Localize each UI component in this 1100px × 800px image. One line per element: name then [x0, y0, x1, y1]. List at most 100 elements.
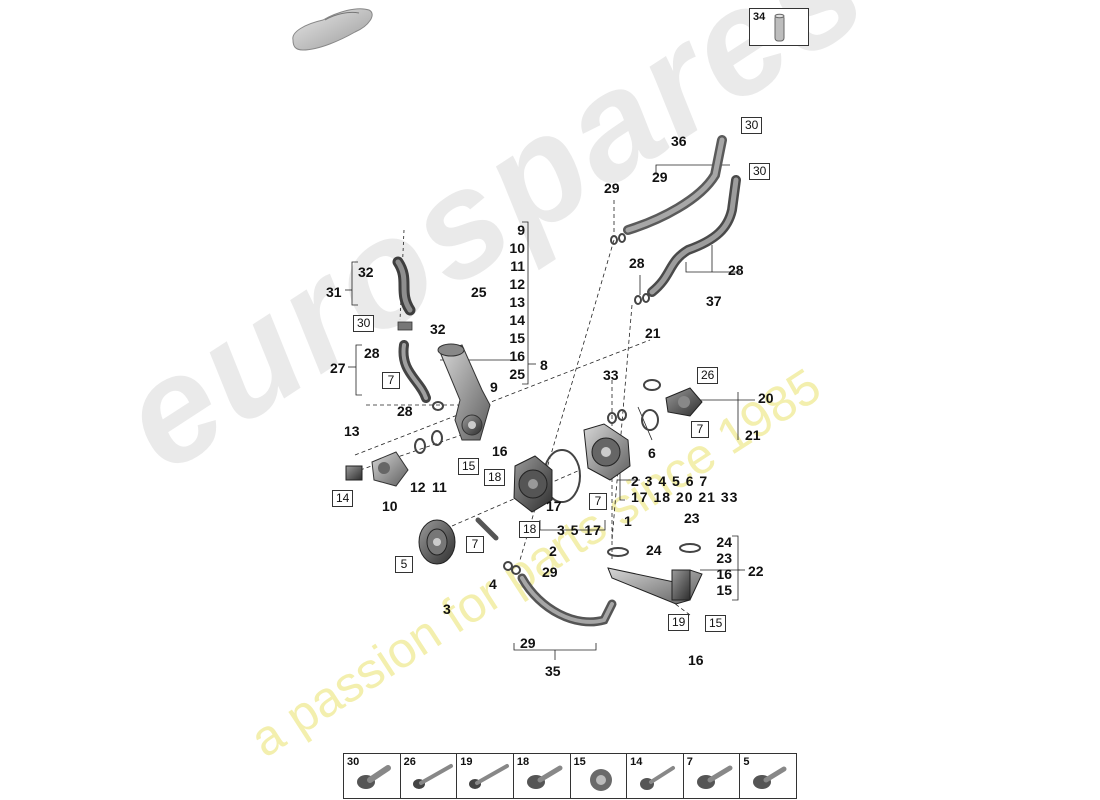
- callout-6: 6: [648, 445, 656, 461]
- distribution-pipe-22: [607, 567, 703, 605]
- boxed-ref-26: 26: [697, 367, 719, 384]
- car-silhouette-icon: [292, 8, 373, 51]
- flange-bolt-icon: [526, 765, 563, 789]
- flange-bolt-icon: [696, 765, 733, 789]
- fastener-cell: 7: [684, 754, 741, 798]
- fastener-cell: 26: [401, 754, 458, 798]
- fastener-cell: 15: [571, 754, 628, 798]
- o-rings: [414, 233, 701, 575]
- fastener-cell: 5: [740, 754, 796, 798]
- callout-20: 20: [758, 390, 774, 406]
- callout-33: 33: [603, 367, 619, 383]
- callout-row-c: 3 5 17: [557, 522, 602, 538]
- pump-housing-8: [437, 343, 491, 441]
- callout-16b: 16: [688, 652, 704, 668]
- callout-29a: 29: [652, 169, 668, 185]
- callout-28c: 28: [364, 345, 380, 361]
- callout-4: 4: [489, 576, 497, 592]
- callout-29b: 29: [604, 180, 620, 196]
- stack-item: 16: [716, 566, 732, 582]
- callout-35: 35: [545, 663, 561, 679]
- callout-29d: 29: [520, 635, 536, 651]
- stack-item: 14: [509, 312, 525, 328]
- coolant-pipe-35: [517, 573, 617, 627]
- washer-bolt-icon: [640, 766, 676, 790]
- fastener-cell: 18: [514, 754, 571, 798]
- callout-10: 10: [382, 498, 398, 514]
- stack-item: 10: [509, 240, 525, 256]
- callout-stack-9-25: 9 10 11 12 13 14 15 16 25: [505, 222, 525, 382]
- callout-28d: 28: [397, 403, 413, 419]
- fastener-number: 26: [403, 756, 416, 768]
- callout-8: 8: [540, 357, 548, 373]
- callout-28b: 28: [728, 262, 744, 278]
- reference-number: 34: [753, 11, 766, 23]
- stack-item: 11: [510, 258, 525, 274]
- boxed-ref-18: 18: [484, 469, 506, 486]
- callout-2: 2: [549, 543, 557, 559]
- stack-item: 23: [716, 550, 732, 566]
- callout-37: 37: [706, 293, 722, 309]
- pulley-3: [418, 519, 456, 565]
- boxed-ref-15: 15: [705, 615, 727, 632]
- fastener-number: 14: [630, 756, 643, 768]
- stack-item: 15: [509, 330, 525, 346]
- callout-23: 23: [684, 510, 700, 526]
- reference-tile: 34: [749, 8, 809, 46]
- stack-item: 13: [509, 294, 525, 310]
- fastener-strip: 30 26 19 18 15 14 7 5: [343, 753, 797, 799]
- long-bolt-icon: [412, 764, 453, 789]
- fastener-number: 7: [686, 756, 693, 768]
- stack-item: 9: [517, 222, 525, 238]
- callout-27: 27: [330, 360, 346, 376]
- fastener-cell: 19: [457, 754, 514, 798]
- fastener-number: 30: [347, 756, 360, 768]
- boxed-ref-7: 7: [589, 493, 607, 510]
- boxed-ref-7: 7: [466, 536, 484, 553]
- fastener-cell: 30: [344, 754, 401, 798]
- fastener-number: 5: [743, 756, 750, 768]
- callout-17: 17: [546, 498, 562, 514]
- callout-24: 24: [646, 542, 662, 558]
- callout-11: 11: [432, 479, 447, 495]
- flange-bolt-icon: [357, 765, 391, 789]
- callout-12: 12: [410, 479, 426, 495]
- boxed-ref-30: 30: [741, 117, 763, 134]
- water-pump-2: [513, 455, 553, 513]
- fastener-number: 15: [573, 756, 586, 768]
- callout-28a: 28: [629, 255, 645, 271]
- callout-32b: 32: [430, 321, 446, 337]
- boxed-ref-15: 15: [458, 458, 480, 475]
- stack-item: 12: [509, 276, 525, 292]
- sleeve-icon: [774, 13, 785, 42]
- callout-21a: 21: [645, 325, 661, 341]
- callout-32a: 32: [358, 264, 374, 280]
- boxed-ref-7: 7: [691, 421, 709, 438]
- callout-29c: 29: [542, 564, 558, 580]
- thermostat-20: [665, 387, 703, 417]
- callout-22: 22: [748, 563, 764, 579]
- callout-16a: 16: [492, 443, 508, 459]
- callout-row-b: 17 18 20 21 33: [631, 489, 739, 505]
- stack-item: 15: [716, 582, 732, 598]
- boxed-ref-18: 18: [519, 521, 541, 538]
- flange-bolt-icon: [753, 766, 787, 789]
- boxed-ref-30: 30: [353, 315, 375, 332]
- callout-25: 25: [471, 284, 487, 300]
- stack-item: 24: [716, 534, 732, 550]
- fastener-cell: 14: [627, 754, 684, 798]
- plug-icon: [589, 769, 612, 791]
- callout-stack-22: 24 23 16 15: [710, 534, 732, 598]
- fastener-number: 18: [516, 756, 530, 768]
- thermostat-housing-10: [345, 451, 409, 487]
- boxed-ref-7: 7: [382, 372, 400, 389]
- callout-3: 3: [443, 601, 451, 617]
- stack-item: 25: [509, 366, 525, 382]
- boxed-ref-19: 19: [668, 614, 690, 631]
- callout-13: 13: [344, 423, 360, 439]
- callout-21b: 21: [745, 427, 761, 443]
- boxed-ref-14: 14: [332, 490, 354, 507]
- callout-row-a: 2 3 4 5 6 7: [631, 473, 709, 489]
- callout-36: 36: [671, 133, 687, 149]
